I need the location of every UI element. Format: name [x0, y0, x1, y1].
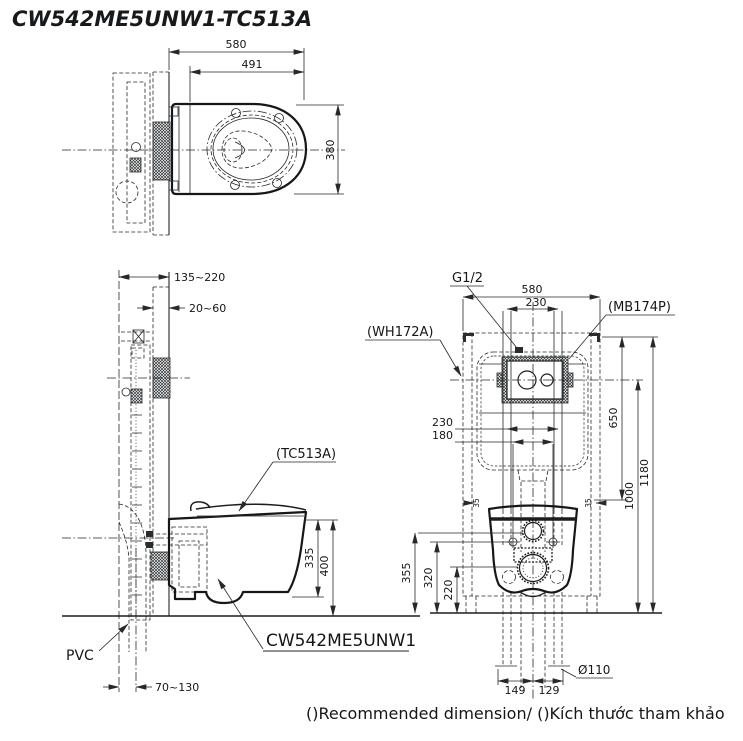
side-view-dim-wall-finish: 20~60	[137, 302, 226, 315]
front-view-left-dimensions: 230 180 355 320 220	[400, 416, 559, 614]
dim-491: 491	[242, 58, 263, 71]
label-tc513a: (TC513A)	[238, 447, 336, 512]
side-view: 135~220 20~60	[62, 270, 420, 694]
label-cw542me5unw1: CW542ME5UNW1	[217, 578, 416, 652]
dim-320: 320	[422, 568, 435, 589]
dim-220: 220	[442, 580, 455, 601]
dim-35-right: 35	[584, 498, 593, 508]
dim-580-top: 580	[226, 38, 247, 51]
front-view: 580 230 650 1000 1180 230 180 355	[365, 271, 675, 700]
top-view-mount-hatch	[152, 121, 171, 181]
side-view-drain-pipe	[118, 503, 147, 692]
flush-button-small	[540, 373, 554, 387]
bowl-model-label: CW542ME5UNW1	[266, 631, 416, 651]
front-view-right-dimensions: 650 1000 1180	[594, 336, 658, 614]
front-view-top-dimensions: 580 230	[462, 283, 601, 331]
label-wh172a: (WH172A)	[365, 325, 462, 377]
dim-1000: 1000	[623, 482, 636, 510]
bowl-outline-front	[487, 504, 579, 594]
side-view-mount-hardware	[146, 526, 208, 593]
dim-380: 380	[324, 140, 337, 161]
side-view-dim-frame-depth: 135~220	[118, 271, 225, 284]
flush-plate-label: (MB174P)	[608, 300, 671, 315]
drain-port	[518, 553, 548, 583]
front-view-bowl	[487, 504, 579, 598]
inlet-port	[523, 521, 543, 541]
tank-unit-label: (WH172A)	[367, 325, 433, 340]
side-view-lower-hatch	[150, 551, 170, 581]
top-view-inwall-tank	[112, 72, 151, 233]
dim-70-130: 70~130	[155, 681, 199, 694]
top-view-wall-layers	[152, 71, 171, 236]
dim-149: 149	[505, 684, 526, 697]
dim-580-front: 580	[522, 283, 543, 296]
label-g12: G1/2	[450, 271, 518, 349]
side-view-inwall-tank	[121, 344, 151, 621]
side-view-dimensions: 335 400 70~130	[103, 519, 338, 694]
dim-129: 129	[539, 684, 560, 697]
seat-lid-side	[195, 503, 307, 511]
dim-180: 180	[432, 429, 453, 442]
dim-355: 355	[400, 563, 413, 584]
dim-335: 335	[303, 548, 316, 569]
dim-drain-diameter: Ø110	[578, 663, 610, 677]
water-inlet-fitting	[515, 347, 523, 353]
bowl-outline-top	[170, 102, 308, 196]
dim-400: 400	[318, 556, 331, 577]
front-view-bottom-dimensions: 149 129 Ø110	[497, 663, 613, 697]
label-pvc: PVC	[66, 623, 129, 664]
dim-135-220: 135~220	[174, 271, 225, 284]
top-view: 580 491 380	[62, 38, 345, 236]
top-view-dimensions: 580 491 380	[168, 38, 344, 195]
label-mb174p: (MB174P)	[568, 300, 675, 360]
dim-20-60: 20~60	[189, 302, 226, 315]
dim-35-left: 35	[472, 498, 481, 508]
bowl-outline-side	[167, 510, 308, 605]
front-view-gap-dimensions: 35 35	[463, 498, 607, 508]
dim-230-left: 230	[432, 416, 453, 429]
dim-650: 650	[607, 408, 620, 429]
top-view-bowl	[168, 102, 308, 196]
drawing-title: CW542ME5UNW1-TC513A	[12, 7, 312, 31]
cistern-outline	[476, 351, 589, 471]
side-view-bowl	[167, 501, 308, 605]
footer-note: ()Recommended dimension/ ()Kích thước th…	[306, 704, 725, 723]
dim-1180: 1180	[638, 459, 651, 487]
seat-model-label: (TC513A)	[276, 447, 336, 462]
pipe-material-label: PVC	[66, 648, 94, 664]
dim-230-top: 230	[526, 296, 547, 309]
inlet-thread-label: G1/2	[452, 271, 483, 286]
side-view-wall-bracket	[121, 329, 150, 344]
